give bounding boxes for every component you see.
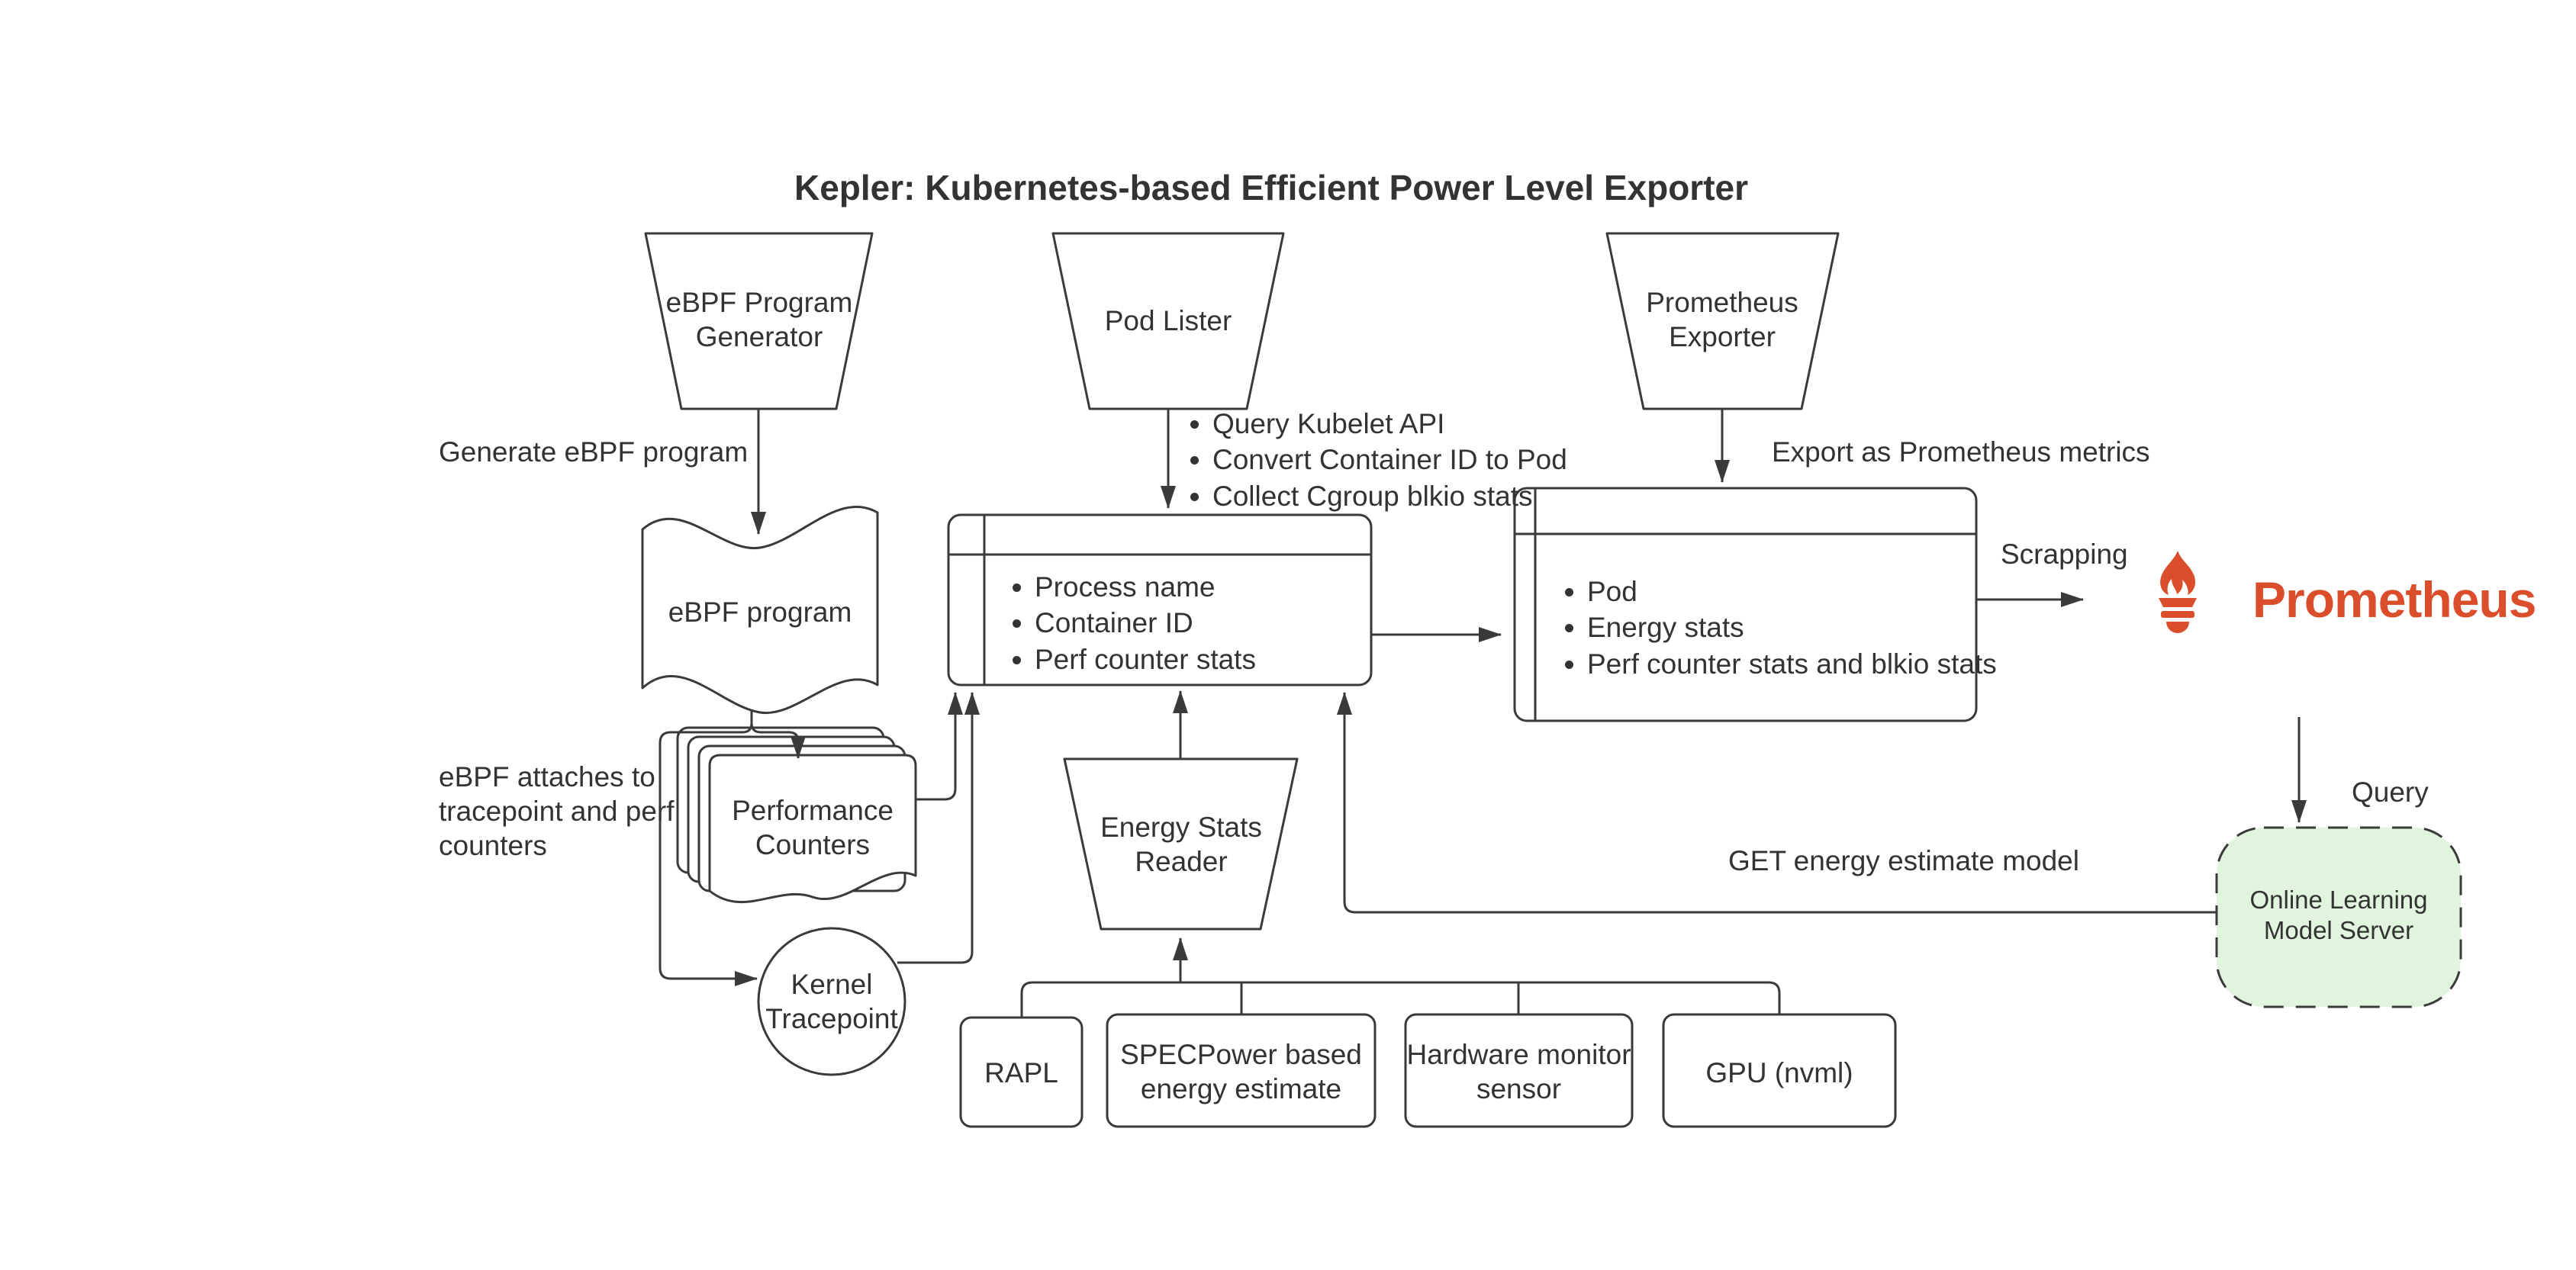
prometheus-exporter-shape — [1605, 232, 1840, 410]
list-item: Collect Cgroup blkio stats — [1212, 478, 1567, 514]
ebpf-program-generator-shape — [644, 232, 874, 410]
edge-model-server-to-process-stats — [1337, 692, 2217, 914]
pod-stats-list: Pod Energy stats Perf counter stats and … — [1561, 574, 1997, 682]
list-item: Query Kubelet API — [1212, 406, 1567, 442]
energy-stats-reader-shape — [1063, 757, 1299, 931]
online-learning-model-server-label: Online Learning Model Server — [2249, 886, 2428, 945]
export-metrics-label: Export as Prometheus metrics — [1772, 436, 2150, 468]
performance-counters-label: Performance Counters — [732, 795, 894, 861]
edge-tracepoint-to-process-stats — [897, 692, 980, 964]
pod-stats-box — [1513, 487, 1978, 722]
edge-sources-bus — [1020, 981, 1781, 1018]
list-item: Energy stats — [1587, 609, 1997, 645]
ebpf-program-label: eBPF program — [668, 596, 852, 628]
prometheus-logo-icon — [2159, 551, 2197, 633]
specpower-label: SPECPower based energy estimate — [1120, 1039, 1362, 1105]
kernel-tracepoint-shape — [757, 927, 906, 1076]
ebpf-attaches-label: eBPF attaches to tracepoint and perf cou… — [439, 761, 675, 862]
scrapping-label: Scrapping — [2001, 539, 2128, 570]
ebpf-program-doc-shape — [641, 505, 879, 715]
process-stats-box — [947, 513, 1373, 686]
online-learning-model-server-shape — [2215, 826, 2462, 1008]
hardware-monitor-label: Hardware monitor sensor — [1406, 1039, 1631, 1105]
diagram-title: Kepler: Kubernetes-based Efficient Power… — [794, 168, 1749, 207]
prometheus-wordmark: Prometheus — [2252, 571, 2536, 628]
pod-lister-task-list: Query Kubelet API Convert Container ID t… — [1187, 406, 1567, 514]
query-label: Query — [2352, 776, 2429, 808]
list-item: Container ID — [1035, 605, 1256, 641]
list-item: Process name — [1035, 569, 1256, 605]
list-item: Pod — [1587, 574, 1997, 609]
edge-program-to-perf-counters — [750, 722, 806, 759]
list-item: Convert Container ID to Pod — [1212, 442, 1567, 477]
list-item: Perf counter stats — [1035, 641, 1256, 677]
energy-stats-reader-label: Energy Stats Reader — [1100, 812, 1262, 878]
list-item: Perf counter stats and blkio stats — [1587, 646, 1997, 682]
process-stats-list: Process name Container ID Perf counter s… — [1009, 569, 1256, 677]
performance-counters-shape — [708, 754, 917, 904]
get-model-label: GET energy estimate model — [1728, 845, 2079, 876]
rapl-label: RAPL — [984, 1057, 1058, 1088]
edge-program-to-tracepoint — [658, 709, 758, 986]
edge-perf-counters-to-process-stats — [916, 692, 963, 801]
prometheus-exporter-label: Prometheus Exporter — [1646, 287, 1798, 353]
ebpf-program-generator-label: eBPF Program Generator — [665, 287, 853, 353]
pod-lister-label: Pod Lister — [1104, 305, 1232, 336]
kernel-tracepoint-label: Kernel Tracepoint — [765, 969, 898, 1035]
generate-ebpf-program-label: Generate eBPF program — [439, 436, 749, 468]
pod-lister-shape — [1051, 232, 1285, 410]
gpu-label: GPU (nvml) — [1705, 1057, 1853, 1088]
